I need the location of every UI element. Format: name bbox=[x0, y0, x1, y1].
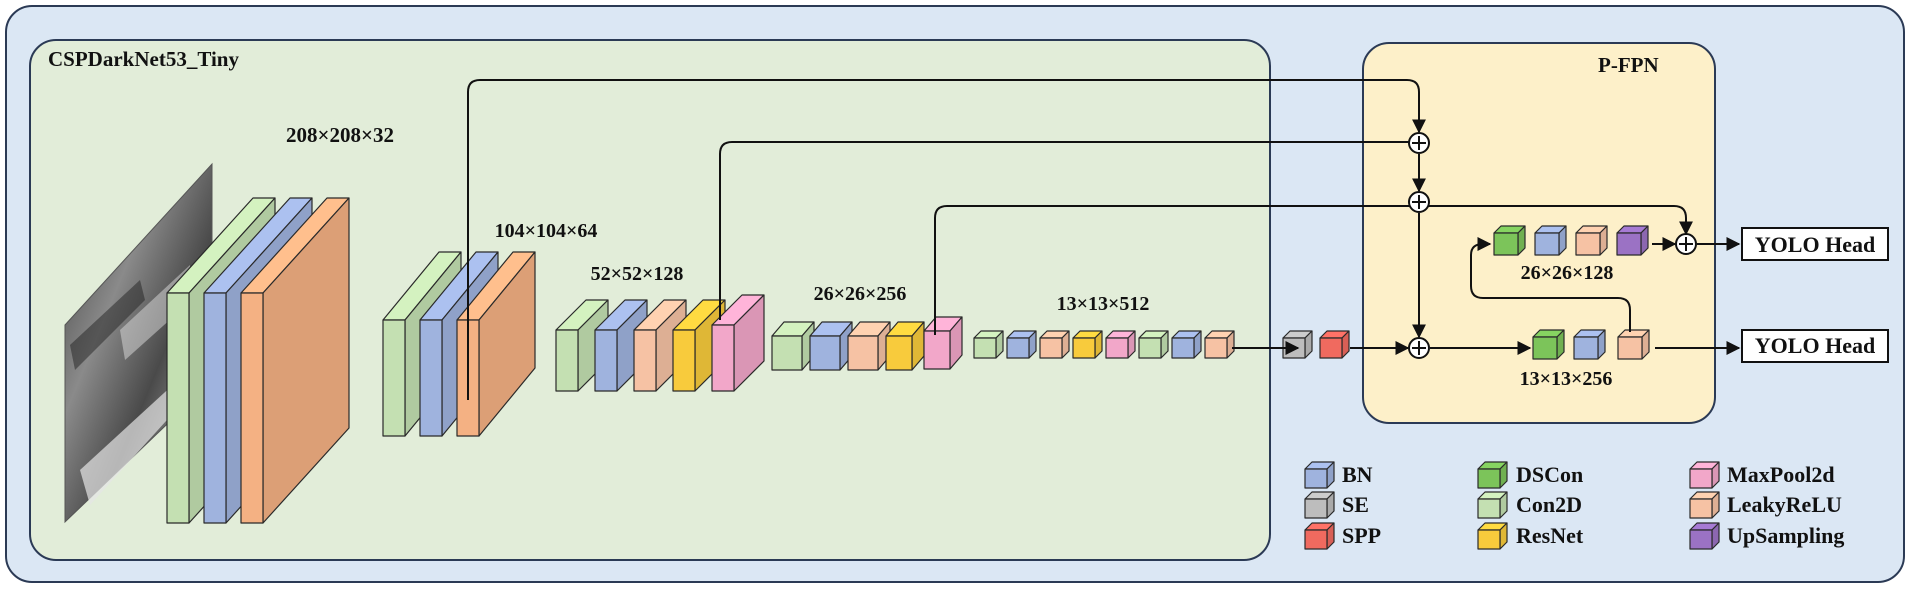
legend-swatch-spp bbox=[1304, 522, 1335, 550]
feature-label-26: 26×26×256 bbox=[814, 283, 907, 305]
legend-label-maxpool2d: MaxPool2d bbox=[1727, 462, 1835, 487]
skip-line-52 bbox=[719, 141, 1419, 320]
fpn-leakyrelu-upper bbox=[1575, 225, 1608, 256]
legend-label-spp: SPP bbox=[1342, 523, 1381, 548]
legend-label-resnet: ResNet bbox=[1516, 523, 1584, 548]
yolo-head-1-label: YOLO Head bbox=[1755, 232, 1875, 257]
block-26-resnet bbox=[885, 321, 925, 371]
legend-swatch-se bbox=[1304, 491, 1335, 519]
block-spp bbox=[1319, 330, 1350, 359]
legend-label-con2d: Con2D bbox=[1516, 492, 1582, 517]
legend-label-leakyrelu: LeakyReLU bbox=[1727, 492, 1842, 517]
block-13-bn-2 bbox=[1171, 330, 1202, 359]
yolo-head-2: YOLO Head bbox=[1741, 329, 1889, 363]
block-26-con2d bbox=[771, 321, 815, 371]
block-26-maxpool bbox=[923, 316, 963, 370]
block-26-leakyrelu bbox=[847, 321, 891, 371]
skip-line-104 bbox=[467, 79, 1426, 400]
fpn-dscon-upper bbox=[1493, 225, 1526, 256]
feature-label-104: 104×104×64 bbox=[495, 220, 598, 242]
block-13-maxpool bbox=[1105, 330, 1136, 359]
block-13-con2d bbox=[973, 330, 1004, 359]
block-52-maxpool bbox=[711, 294, 765, 392]
backbone-title: CSPDarkNet53_Tiny bbox=[48, 47, 239, 71]
legend-swatch-dscon bbox=[1477, 461, 1508, 489]
yolo-head-2-label: YOLO Head bbox=[1755, 333, 1875, 358]
block-13-leakyrelu-2 bbox=[1204, 330, 1235, 359]
fpn-upsampling bbox=[1616, 225, 1649, 256]
block-13-bn bbox=[1006, 330, 1037, 359]
feature-label-208: 208×208×32 bbox=[286, 123, 394, 147]
legend-label-upsampling: UpSampling bbox=[1727, 523, 1844, 548]
block-52-leakyrelu bbox=[633, 299, 687, 392]
yolo-head-1: YOLO Head bbox=[1741, 227, 1889, 261]
fpn-dscon-lower bbox=[1532, 329, 1565, 360]
add-node-1 bbox=[1408, 132, 1430, 154]
add-node-4 bbox=[1675, 233, 1697, 255]
neck-title: P-FPN bbox=[1598, 53, 1659, 77]
feature-label-52: 52×52×128 bbox=[591, 263, 684, 285]
fpn-leakyrelu-lower bbox=[1617, 329, 1650, 360]
block-26-bn bbox=[809, 321, 853, 371]
fpn-bn-lower bbox=[1573, 329, 1606, 360]
block-13-con2d-2 bbox=[1138, 330, 1169, 359]
legend-label-bn: BN bbox=[1342, 462, 1373, 487]
feature-label-13: 13×13×512 bbox=[1057, 293, 1150, 315]
block-se bbox=[1282, 330, 1313, 359]
add-node-2 bbox=[1408, 191, 1430, 213]
legend-swatch-con2d bbox=[1477, 491, 1508, 519]
add-node-3 bbox=[1408, 337, 1430, 359]
skip-line-26 bbox=[934, 205, 1693, 335]
fpn-bn-upper bbox=[1534, 225, 1567, 256]
legend-label-dscon: DSCon bbox=[1516, 462, 1583, 487]
legend-swatch-maxpool2d bbox=[1689, 461, 1720, 489]
legend-swatch-leakyrelu bbox=[1689, 491, 1720, 519]
block-208-leakyrelu bbox=[240, 197, 350, 524]
block-13-resnet bbox=[1072, 330, 1103, 359]
block-13-leakyrelu bbox=[1039, 330, 1070, 359]
legend-swatch-upsampling bbox=[1689, 522, 1720, 550]
fpn-label-13: 13×13×256 bbox=[1520, 368, 1613, 390]
legend-swatch-bn bbox=[1304, 461, 1335, 489]
legend-label-se: SE bbox=[1342, 492, 1369, 517]
upsample-loop-line bbox=[1470, 237, 1631, 332]
legend-swatch-resnet bbox=[1477, 522, 1508, 550]
fpn-label-26: 26×26×128 bbox=[1521, 262, 1614, 284]
